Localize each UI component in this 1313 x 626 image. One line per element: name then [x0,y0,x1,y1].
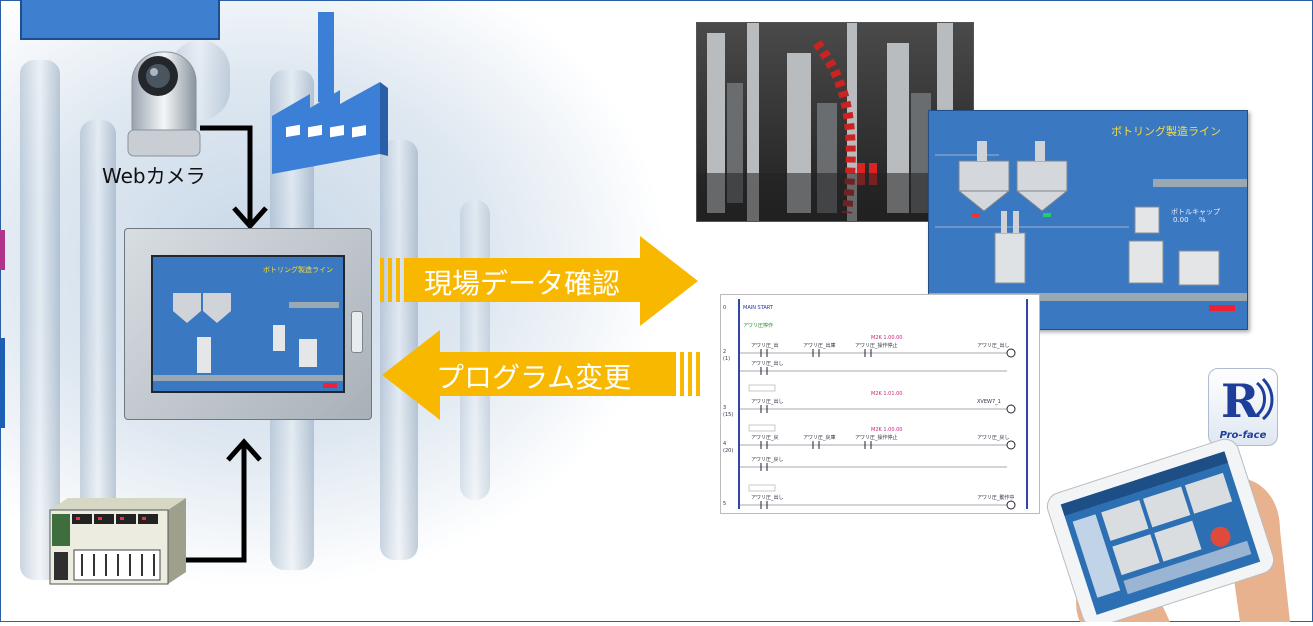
ladder-line-number: 3 [723,405,726,411]
ladder-line-number: (15) [723,412,733,418]
ladder-contact-label: アワリ圧_出 [751,342,779,349]
data-check-label: 現場データ確認 [424,267,621,300]
ladder-line-number: 4 [723,441,726,447]
ladder-coil-label: XVEW7_1 [977,399,1001,405]
ladder-coil-label: アワリ圧_出し [977,342,1010,349]
ladder-address: M2K 1.00.00 [871,427,902,433]
ladder-coil [1006,500,1016,510]
ladder-coil [1006,440,1016,450]
ladder-contact-label: アワリ圧_出し [751,360,784,367]
ladder-address: M2K 1.01.00 [871,391,902,397]
program-change-label: プログラム変更 [436,361,632,394]
ladder-line-number: (1) [723,356,730,362]
proface-brand-text: Pro-face [1219,430,1267,441]
bottle-cap-value: 0.00 [1173,216,1189,224]
ladder-placeholder-box [748,424,776,432]
hmi-panel: ボトリング製造ライン [124,228,372,420]
ladder-contact-label: アワリ圧_出し [751,494,784,501]
hmi-side-slot [351,311,363,353]
hmi-screen-title: ボトリング製造ライン [263,266,333,274]
bottling-line-title: ボトリング製造ライン [1111,125,1221,138]
ladder-contact-label: アワリ圧_戻し [751,456,784,463]
webcam-label: Webカメラ [102,164,206,188]
ladder-line-number: 0 [723,305,726,311]
ladder-placeholder-box [748,484,776,492]
ladder-placeholder-box [748,384,776,392]
tablet-in-hand-image [1040,420,1290,626]
ladder-line-number: 5 [723,501,726,507]
ladder-sub-comment: アワリ圧搾作 [743,322,773,329]
ladder-contact-label: アワリ圧_戻庫 [803,434,836,441]
title-box [20,0,220,40]
hmi-screen: ボトリング製造ライン [151,255,345,393]
webcam-icon [122,50,208,160]
side-accent [0,230,5,270]
proface-logo: R Pro-face [1208,368,1278,446]
ladder-coil [1006,348,1016,358]
ladder-coil-label: アワリ圧_戻し [977,434,1010,441]
ladder-address: M2K 1.00.00 [871,335,902,341]
side-accent [0,338,5,428]
bottling-line-screen: ボトリング製造ライン ボトルキャップ 0.00 % [928,110,1248,330]
ladder-contact-label: アワリ圧_戻 [751,434,779,441]
program-change-arrow: プログラム変更 [380,330,700,420]
bottle-cap-unit: % [1199,216,1206,224]
ladder-contact-label: アワリ圧_操作停止 [855,434,898,441]
ladder-line-number: (20) [723,448,733,454]
ladder-contact-label: アワリ圧_操作停止 [855,342,898,349]
ladder-contact-label: アワリ圧_出し [751,398,784,405]
ladder-comment: MAIN START [743,305,774,311]
svg-text:R: R [1221,374,1260,428]
bottle-cap-tag: ボトルキャップ [1171,208,1220,216]
ladder-contact-label: アワリ圧_出庫 [803,342,836,349]
factory-icon [270,4,390,174]
ladder-coil-label: アワリ圧_動作中 [977,494,1015,501]
ladder-line-number: 2 [723,349,726,355]
plc-unit-icon [42,480,192,588]
ladder-coil [1006,404,1016,414]
data-check-arrow: 現場データ確認 [380,236,700,326]
